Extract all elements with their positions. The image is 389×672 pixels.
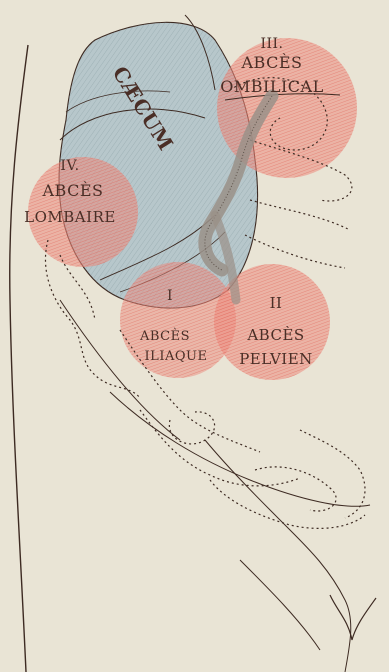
- abscess-numeral-pelvien: II: [270, 294, 283, 312]
- abscess-line1-iliaque: ABCÈS: [139, 328, 190, 344]
- pelvic-structure: [330, 595, 376, 640]
- abscess-numeral-lombaire: IV.: [60, 158, 79, 174]
- abscess-line2-lombaire: LOMBAIRE: [24, 208, 116, 226]
- abscess-line1-ombilical: ABCÈS: [241, 52, 303, 72]
- abscess-numeral-iliaque: I: [167, 288, 173, 304]
- abscess-line2-iliaque: ILIAQUE: [145, 349, 208, 364]
- abscess-line1-pelvien: ABCÈS: [246, 326, 304, 344]
- abscess-numeral-ombilical: III.: [260, 36, 283, 52]
- abscess-line1-lombaire: ABCÈS: [42, 180, 104, 200]
- abscess-line2-pelvien: PELVIEN: [239, 350, 313, 368]
- body-outline-left: [10, 45, 28, 672]
- abscess-line2-ombilical: OMBILICAL: [220, 77, 323, 96]
